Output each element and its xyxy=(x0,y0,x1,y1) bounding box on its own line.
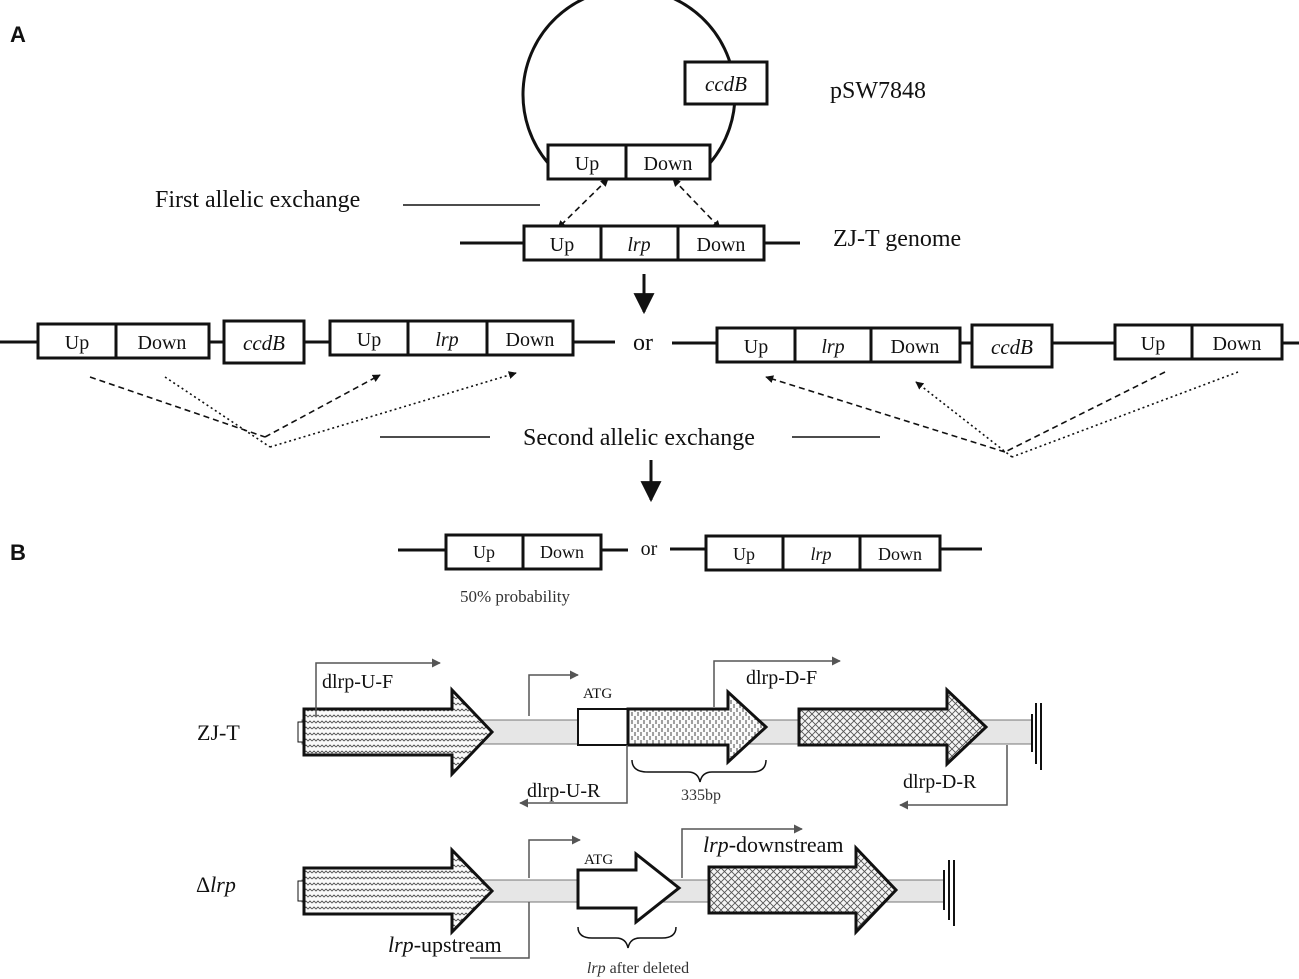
plasmid-name: pSW7848 xyxy=(830,78,926,104)
second-exchange-label: Second allelic exchange xyxy=(523,425,755,451)
primer-dlrp-u-f: dlrp-U-F xyxy=(322,671,393,693)
int-left-down2: Down xyxy=(506,329,555,351)
zjt-atg: ATG xyxy=(583,686,612,702)
mutant-label: Δlrp xyxy=(196,872,236,897)
or-label-2: or xyxy=(641,538,658,560)
result-right-down: Down xyxy=(878,544,922,564)
int-left-down1: Down xyxy=(138,332,187,354)
mutant-downstream-arrow xyxy=(707,844,899,936)
result-right-lrp: lrp xyxy=(810,544,831,564)
upstream-primer-label: lrp-upstream xyxy=(388,932,502,957)
mutant-atg: ATG xyxy=(584,852,613,868)
int-left-up1: Up xyxy=(65,332,89,354)
lrp-gene-arrow xyxy=(626,688,769,766)
zjt-label: ZJ-T xyxy=(197,720,240,745)
int-right-down1: Down xyxy=(891,336,940,358)
truncated-lrp-arrow xyxy=(576,850,682,926)
downstream-primer-label: lrp-downstream xyxy=(703,832,844,857)
int-left-up2: Up xyxy=(357,329,381,351)
plasmid-up-label: Up xyxy=(575,153,599,175)
int-left-lrp: lrp xyxy=(435,329,458,351)
primer-dlrp-d-f: dlrp-D-F xyxy=(746,667,817,689)
result-left-down: Down xyxy=(540,542,584,562)
genome-label: ZJ-T genome xyxy=(833,226,961,252)
result-right-up: Up xyxy=(733,544,755,564)
mutant-upstream-arrow xyxy=(302,846,495,936)
result-right: Up lrp Down xyxy=(670,534,982,572)
zjt-genome: Up lrp Down ZJ-T genome xyxy=(460,224,961,262)
or-label-1: or xyxy=(633,330,653,356)
int-right-up1: Up xyxy=(744,336,768,358)
deleted-lrp-label: lrp after deleted xyxy=(587,960,689,977)
zjt-gene-map: ZJ-T dlrp-U-F ATG dlrp-D-F dlrp-U-R dlrp… xyxy=(197,656,1042,810)
intermediate-left: Up Down ccdB Up lrp Down xyxy=(0,319,615,365)
plasmid-down-label: Down xyxy=(644,153,693,175)
primer-dlrp-u-r: dlrp-U-R xyxy=(527,780,601,802)
downstream-gene-arrow xyxy=(797,686,989,768)
plasmid-pSW7848: ccdB Up Down pSW7848 xyxy=(521,0,926,181)
int-right-lrp: lrp xyxy=(821,336,844,358)
first-exchange-label: First allelic exchange xyxy=(155,187,360,213)
panel-label-a: A xyxy=(10,22,26,47)
int-right-up2: Up xyxy=(1141,333,1165,355)
atg-box xyxy=(577,708,629,746)
probability-note: 50% probability xyxy=(460,587,571,606)
int-right-down2: Down xyxy=(1213,333,1262,355)
result-left-up: Up xyxy=(473,542,495,562)
deletion-size: 335bp xyxy=(681,787,721,804)
upstream-gene-arrow xyxy=(302,686,495,778)
genome-lrp-label: lrp xyxy=(627,234,650,256)
primer-dlrp-d-r: dlrp-D-R xyxy=(903,771,977,793)
mutant-gene-map: Δlrp ATG lrp-downstream lrp-upstream lrp… xyxy=(196,824,955,977)
int-left-ccdb: ccdB xyxy=(243,331,285,355)
result-left: Up Down 50% probability xyxy=(398,533,628,606)
intermediate-right: Up lrp Down ccdB Up Down xyxy=(672,323,1299,369)
genome-down-label: Down xyxy=(697,234,746,256)
ccdb-label: ccdB xyxy=(705,72,747,96)
panel-label-b: B xyxy=(10,540,26,565)
genome-up-label: Up xyxy=(550,234,574,256)
int-right-ccdb: ccdB xyxy=(991,335,1033,359)
